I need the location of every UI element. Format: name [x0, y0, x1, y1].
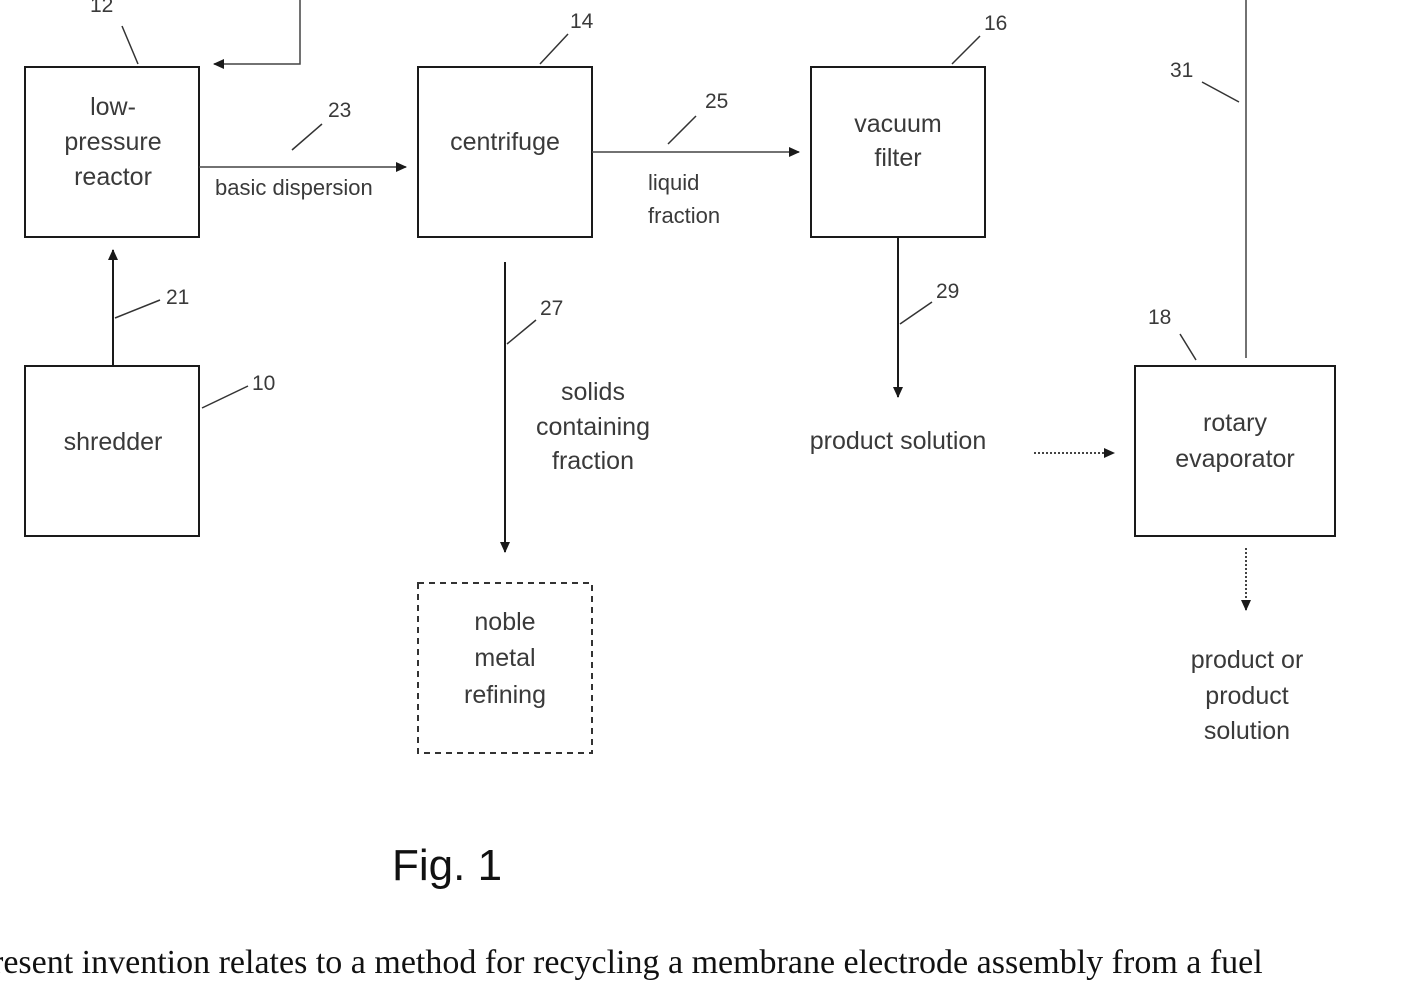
ref-25: 25 [705, 90, 728, 113]
stream-27-label-line2: containing [536, 413, 650, 441]
reactor-label-line3: reactor [74, 163, 152, 191]
vacuum-filter-label-line2: filter [874, 144, 921, 172]
ref-27: 27 [540, 297, 563, 320]
reactor-label-line1: low- [90, 93, 136, 121]
vacuum-filter-label-line1: vacuum [854, 110, 942, 138]
product-solution-label: product solution [810, 427, 987, 455]
final-product-label-line3: solution [1204, 717, 1290, 745]
ref-18: 18 [1148, 306, 1171, 329]
shredder-label: shredder [64, 428, 163, 456]
rotary-evaporator-label-line2: evaporator [1175, 445, 1295, 473]
ref-12: 12 [90, 0, 113, 17]
leader-18 [1180, 334, 1196, 360]
ref-23: 23 [328, 99, 351, 122]
stream-25-label-line1: liquid [648, 170, 699, 195]
ref-10: 10 [252, 372, 275, 395]
ref-14: 14 [570, 10, 594, 33]
centrifuge-label: centrifuge [450, 128, 560, 156]
stream-27-label-line1: solids [561, 378, 625, 406]
leader-21 [115, 300, 160, 318]
noble-metal-refining-label-line3: refining [464, 681, 546, 709]
recycle-line [214, 0, 300, 64]
leader-31 [1202, 82, 1239, 102]
leader-25 [668, 116, 696, 144]
final-product-label-line2: product [1205, 682, 1288, 710]
leader-16 [952, 36, 980, 64]
leader-29 [900, 302, 932, 324]
noble-metal-refining-label-line2: metal [474, 644, 535, 672]
leader-23 [292, 124, 322, 150]
ref-31: 31 [1170, 59, 1193, 82]
ref-29: 29 [936, 280, 959, 303]
leader-10 [202, 386, 248, 408]
leader-14 [540, 34, 568, 64]
caption-text: resent invention relates to a method for… [0, 944, 1401, 982]
stream-25-label-line2: fraction [648, 203, 720, 228]
final-product-label-line1: product or [1191, 646, 1304, 674]
stream-27-label-line3: fraction [552, 447, 634, 475]
ref-16: 16 [984, 12, 1007, 35]
leader-12 [122, 26, 138, 64]
figure-label: Fig. 1 [392, 841, 502, 890]
ref-21: 21 [166, 286, 189, 309]
leader-27 [507, 320, 536, 344]
rotary-evaporator-label-line1: rotary [1203, 409, 1267, 437]
noble-metal-refining-label-line1: noble [474, 608, 535, 636]
reactor-label-line2: pressure [64, 128, 161, 156]
stream-23-label: basic dispersion [215, 175, 373, 200]
